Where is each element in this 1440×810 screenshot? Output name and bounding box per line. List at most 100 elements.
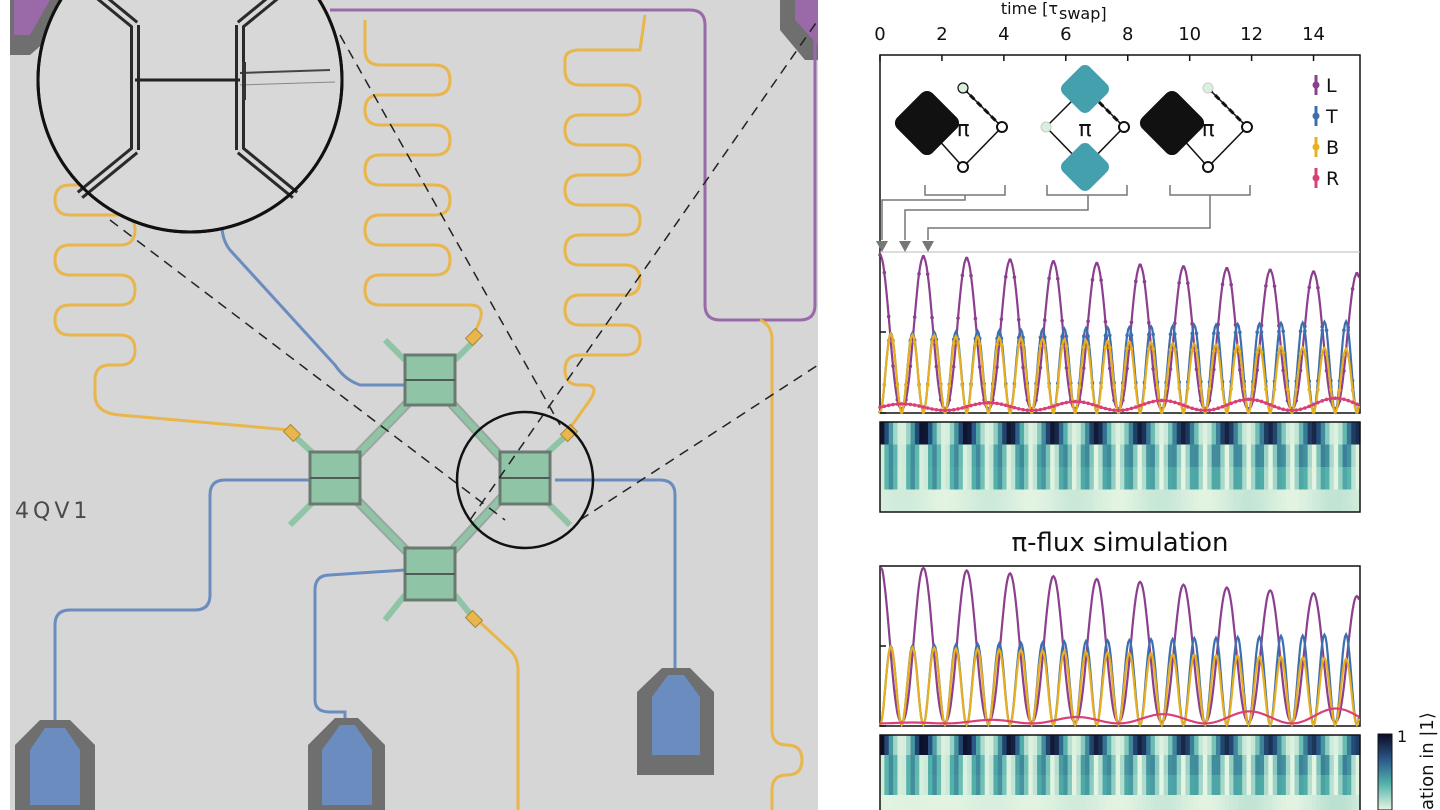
- heatmap-cell: [1216, 795, 1221, 810]
- heatmap-cell: [932, 444, 938, 467]
- heatmap-cell: [1272, 755, 1278, 775]
- series-point-B: [1216, 349, 1220, 353]
- heatmap-cell: [1316, 735, 1322, 755]
- flux-line: [330, 8, 817, 322]
- legend-label: R: [1326, 168, 1339, 190]
- heatmap-cell: [1320, 422, 1326, 445]
- series-point-R: [1311, 402, 1316, 407]
- heatmap-cell: [941, 489, 947, 512]
- heatmap-cell: [897, 775, 903, 795]
- heatmap-cell: [971, 444, 977, 467]
- heatmap-cell: [1002, 775, 1008, 795]
- series-point-R: [1294, 408, 1299, 412]
- heatmap-cell: [893, 489, 899, 512]
- series-point-L: [1142, 279, 1147, 284]
- heatmap-cell: [1072, 795, 1077, 810]
- series-point-L: [1268, 268, 1272, 273]
- heatmap-cell: [1154, 422, 1160, 445]
- heatmap-cell: [1181, 444, 1187, 467]
- heatmap-cell: [897, 489, 903, 512]
- heatmap-cell: [1050, 467, 1056, 490]
- series-point-T: [1151, 332, 1155, 337]
- heatmap-cell: [1329, 489, 1335, 512]
- plaquette-icon-1: π: [894, 82, 1008, 173]
- heatmap-cell: [1198, 489, 1204, 512]
- heatmap-cell: [1194, 795, 1200, 810]
- series-point-B: [1147, 347, 1151, 351]
- heatmap-cell: [1189, 444, 1195, 467]
- heatmap-cell: [993, 755, 999, 775]
- heatmap-cell: [1250, 489, 1256, 512]
- heatmap-cell: [1115, 755, 1121, 775]
- heatmap-cell: [1229, 467, 1235, 490]
- series-point-B: [1251, 387, 1255, 392]
- heatmap-cell: [1137, 735, 1143, 755]
- series-point-B: [1316, 388, 1320, 392]
- heatmap-cell: [1098, 444, 1104, 467]
- heatmap-cell: [914, 735, 920, 755]
- heatmap-cell: [1019, 775, 1025, 795]
- heatmap-cell: [1185, 735, 1191, 755]
- heatmap-cell: [1019, 489, 1025, 512]
- heatmap-cell: [984, 735, 990, 755]
- heatmap-cell: [1146, 489, 1152, 512]
- heatmap-cell: [893, 444, 899, 467]
- heatmap-cell: [1346, 755, 1352, 775]
- heatmap-cell: [901, 467, 907, 490]
- heatmap-cell: [1028, 444, 1034, 467]
- heatmap-cell: [1163, 444, 1169, 467]
- series-point-B: [1207, 386, 1212, 391]
- series-point-T: [1233, 330, 1238, 335]
- heatmap-cell: [1168, 489, 1173, 512]
- heatmap-cell: [880, 422, 885, 445]
- series-point-R: [995, 401, 999, 406]
- heatmap-cell: [1338, 735, 1344, 755]
- heatmap-cell: [997, 489, 1003, 512]
- heatmap-cell: [1063, 489, 1069, 512]
- heatmap-cell: [928, 489, 933, 512]
- heatmap-cell: [919, 444, 925, 467]
- heatmap-cell: [1246, 755, 1252, 775]
- series-point-L: [964, 256, 969, 261]
- heatmap-cell: [1002, 444, 1008, 467]
- heatmap-cell: [1298, 775, 1304, 795]
- heatmap-cell: [1037, 735, 1043, 755]
- series-point-B: [930, 340, 934, 345]
- series-point-R: [1203, 408, 1207, 413]
- heatmap-cell: [1194, 422, 1200, 445]
- heatmap-cell: [1307, 422, 1313, 445]
- heatmap-cell: [954, 795, 960, 810]
- heatmap-cell: [1277, 422, 1283, 445]
- heatmap-cell: [1281, 755, 1287, 775]
- heatmap-cell: [1255, 775, 1261, 795]
- heatmap-cell: [1268, 775, 1274, 795]
- heatmap-cell: [932, 735, 938, 755]
- heatmap-cell: [1338, 755, 1344, 775]
- heatmap-cell: [906, 755, 912, 775]
- heatmap-cell: [1115, 795, 1121, 810]
- heatmap-cell: [884, 489, 890, 512]
- heatmap-cell: [1229, 489, 1235, 512]
- heatmap-cell: [1207, 735, 1213, 755]
- heatmap-cell: [1237, 795, 1243, 810]
- series-point-L: [1103, 319, 1108, 324]
- heatmap-cell: [1067, 735, 1073, 755]
- series-point-R: [912, 403, 917, 407]
- heatmap-cell: [1015, 444, 1021, 467]
- heatmap-cell: [923, 422, 929, 445]
- heatmap-cell: [1285, 444, 1291, 467]
- series-point-B: [1003, 384, 1008, 389]
- heatmap-cell: [1202, 489, 1208, 512]
- heatmap-cell: [1242, 422, 1248, 445]
- heatmap-cell: [1290, 422, 1296, 445]
- series-point-L: [1081, 366, 1086, 370]
- heatmap-cell: [984, 422, 990, 445]
- series-point-R: [1047, 405, 1051, 410]
- heatmap-cell: [932, 775, 938, 795]
- heatmap-cell: [1277, 467, 1283, 490]
- series-point-L: [1016, 317, 1021, 322]
- zoom-guides: [109, 19, 819, 521]
- heatmap-cell: [1181, 467, 1187, 490]
- series-point-T: [1303, 329, 1307, 333]
- heatmap-cell: [1250, 422, 1256, 445]
